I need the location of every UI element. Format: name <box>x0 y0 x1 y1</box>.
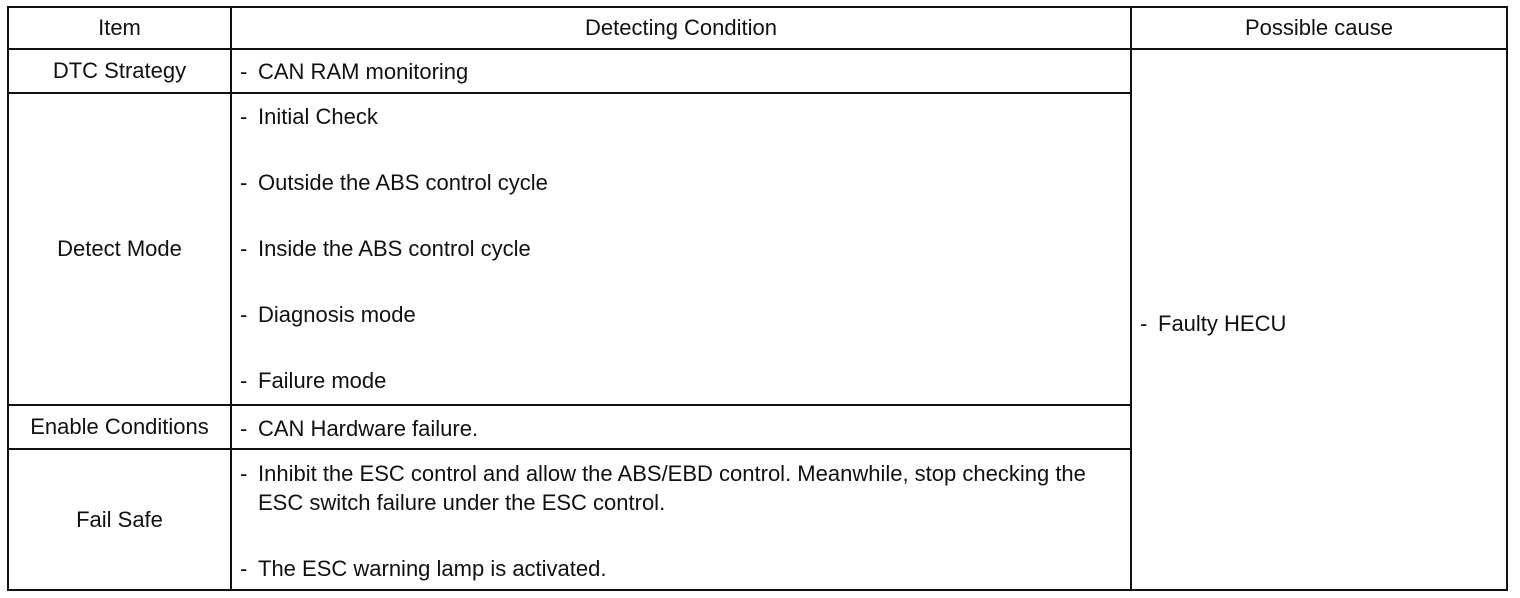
possible-cause-item: Faulty HECU <box>1140 309 1498 338</box>
header-row: Item Detecting Condition Possible cause <box>7 6 1508 50</box>
header-item: Item <box>7 6 232 50</box>
list-item: CAN RAM monitoring <box>240 57 1122 86</box>
item-enable-conditions: Enable Conditions <box>7 404 232 450</box>
list-item: CAN Hardware failure. <box>240 414 1122 443</box>
condition-cell-enable-conditions: CAN Hardware failure. <box>230 404 1132 450</box>
list-item: Failure mode <box>240 366 1122 395</box>
list-item: Inside the ABS control cycle <box>240 234 1122 263</box>
condition-list: Inhibit the ESC control and allow the AB… <box>240 450 1122 583</box>
header-possible-cause: Possible cause <box>1130 6 1508 50</box>
table-row-detect-mode: Detect Mode Initial Check Outside the AB… <box>7 92 1507 406</box>
table-row-dtc-strategy: DTC Strategy CAN RAM monitoring Faulty H… <box>7 48 1508 591</box>
condition-cell-fail-safe: Inhibit the ESC control and allow the AB… <box>230 448 1132 591</box>
condition-cell-dtc-strategy: CAN RAM monitoring <box>230 48 1132 94</box>
condition-list: CAN RAM monitoring <box>240 50 1122 86</box>
list-item: Initial Check <box>240 102 1122 131</box>
item-fail-safe: Fail Safe <box>7 448 232 591</box>
cause-list: Faulty HECU <box>1140 302 1498 338</box>
condition-list: Initial Check Outside the ABS control cy… <box>240 94 1122 395</box>
condition-list: CAN Hardware failure. <box>240 406 1122 443</box>
table-row-fail-safe: Fail Safe Inhibit the ESC control and al… <box>7 448 1507 591</box>
dtc-table: Item Detecting Condition Possible cause … <box>7 6 1508 591</box>
list-item: Inhibit the ESC control and allow the AB… <box>240 459 1122 517</box>
list-item: The ESC warning lamp is activated. <box>240 554 1122 583</box>
item-detect-mode: Detect Mode <box>7 92 232 406</box>
table-row-enable-conditions: Enable Conditions CAN Hardware failure. <box>7 404 1507 450</box>
condition-cell-detect-mode: Initial Check Outside the ABS control cy… <box>230 92 1132 406</box>
possible-cause-cell: Faulty HECU <box>1130 48 1508 591</box>
list-item: Diagnosis mode <box>240 300 1122 329</box>
header-detecting-condition: Detecting Condition <box>230 6 1132 50</box>
list-item: Outside the ABS control cycle <box>240 168 1122 197</box>
item-dtc-strategy: DTC Strategy <box>7 48 232 94</box>
